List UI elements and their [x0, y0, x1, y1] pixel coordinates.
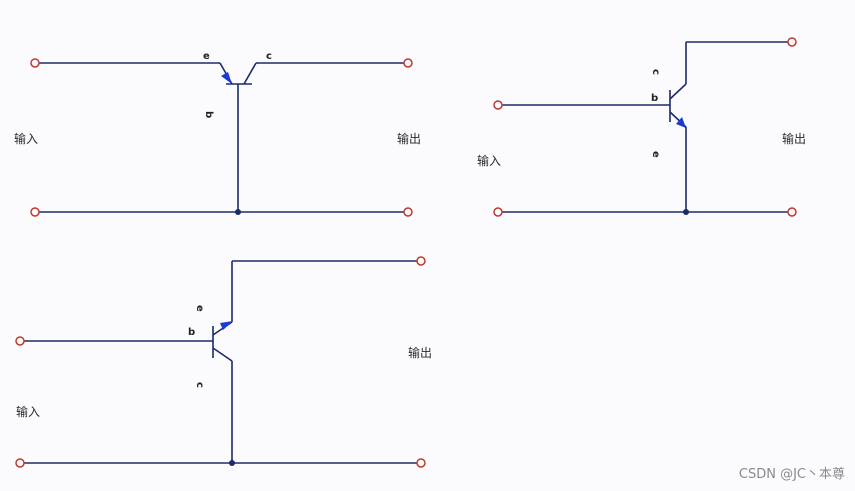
collector-lead: [669, 83, 687, 100]
input-terminal-top: [493, 100, 503, 110]
output-terminal-top: [403, 58, 413, 68]
pin-label-e: e: [194, 305, 205, 312]
emitter-arrow-icon: [676, 117, 686, 128]
emitter-arrow-icon: [221, 72, 232, 84]
junction-dot: [229, 460, 235, 466]
pin-label-c: c: [194, 382, 205, 388]
junction-dot: [235, 209, 241, 215]
input-label: 输入: [477, 153, 501, 168]
output-terminal-top: [416, 256, 426, 266]
input-terminal-top: [15, 336, 25, 346]
input-terminal-bottom: [30, 207, 40, 217]
collector-lead: [243, 62, 257, 85]
output-terminal-bottom: [403, 207, 413, 217]
common-emitter-circuit: c b e 输入 输出: [477, 37, 806, 217]
junction-dot: [683, 209, 689, 215]
watermark: CSDN @JC丶本尊: [739, 466, 845, 482]
output-label: 输出: [397, 131, 421, 146]
input-terminal-top: [30, 58, 40, 68]
pin-label-e: e: [203, 51, 210, 62]
pin-label-e: e: [650, 151, 661, 158]
pin-label-b: b: [203, 111, 214, 118]
common-base-circuit: e c b 输入 输出: [14, 51, 421, 217]
pin-label-b: b: [188, 327, 195, 338]
pin-label-c: c: [650, 69, 661, 75]
pin-label-c: c: [266, 51, 272, 62]
common-collector-circuit: e b c 输入 输出: [15, 256, 432, 468]
pin-label-b: b: [651, 93, 658, 104]
collector-lead: [212, 347, 233, 362]
emitter-arrow-icon: [220, 321, 233, 330]
output-terminal-top: [787, 37, 797, 47]
input-label: 输入: [14, 131, 38, 146]
input-terminal-bottom: [15, 458, 25, 468]
output-label: 输出: [408, 345, 432, 360]
output-label: 输出: [782, 131, 806, 146]
output-terminal-bottom: [787, 207, 797, 217]
output-terminal-bottom: [416, 458, 426, 468]
input-label: 输入: [16, 404, 40, 419]
input-terminal-bottom: [493, 207, 503, 217]
